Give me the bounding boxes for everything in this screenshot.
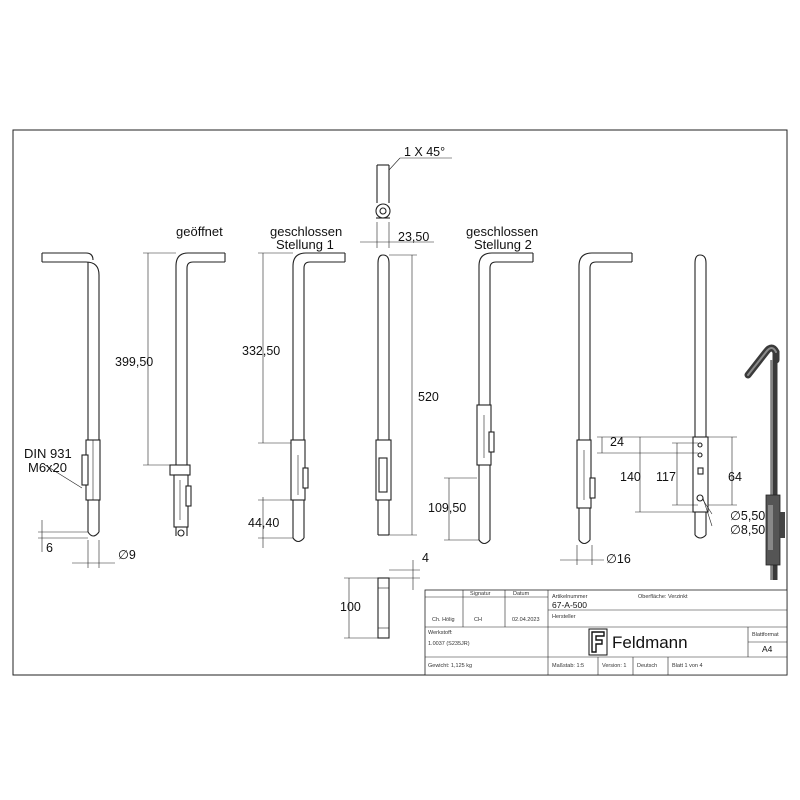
dim-24: 24 (610, 435, 624, 449)
tb-gewicht: Gewicht: 1,125 kg (428, 663, 472, 669)
label-closed2-line2: Stellung 2 (474, 237, 532, 252)
view-pin-detail (377, 577, 390, 639)
tb-header-werkstoff: Werkstoff: (428, 630, 453, 636)
view-side-right (576, 252, 633, 545)
dim-100: 100 (340, 600, 361, 614)
dim-dia-16: ∅16 (606, 552, 631, 566)
tb-massstab: Maßstab: 1:5 (552, 663, 584, 669)
tb-sprache: Deutsch (637, 663, 657, 669)
tb-header-signatur: Signatur (470, 591, 491, 597)
dim-399-50: 399,50 (115, 355, 153, 369)
tb-datum: 02.04.2023 (512, 617, 540, 623)
tb-version: Version: 1 (602, 663, 626, 669)
tb-werkstoff: 1.0037 (S235JR) (428, 641, 470, 647)
dim-44-40: 44,40 (248, 516, 279, 530)
isometric-render (744, 344, 785, 580)
dim-dia-5-50: ∅5,50 (730, 509, 765, 523)
tb-artikelnummer: 67-A-500 (552, 600, 587, 610)
tb-header-hersteller: Hersteller (552, 614, 576, 620)
feldmann-logo-icon (588, 628, 608, 656)
label-open: geöffnet (176, 224, 223, 239)
view-open (169, 252, 226, 537)
view-side-left (41, 252, 101, 537)
dim-23-50: 23,50 (398, 230, 429, 244)
tb-company-name: Feldmann (612, 633, 688, 652)
title-block (424, 589, 788, 676)
dim-140: 140 (620, 470, 641, 484)
dim-dia-9: ∅9 (118, 548, 136, 562)
tb-header-artikelnummer: Artikelnummer (552, 594, 588, 600)
dim-117: 117 (656, 470, 676, 484)
dim-109-50: 109,50 (428, 501, 466, 515)
dim-64: 64 (728, 470, 742, 484)
dim-4: 4 (422, 551, 429, 565)
dim-6: 6 (46, 541, 53, 555)
din-label-line2: M6x20 (28, 460, 67, 475)
view-closed-position-2 (476, 252, 534, 545)
tb-header-datum: Datum (513, 591, 530, 597)
tb-header-blattformat: Blattformat (752, 632, 779, 638)
label-closed2-line1: geschlossen (466, 224, 538, 239)
view-top-detail (375, 164, 391, 219)
tb-name: Ch. Hölig (432, 617, 455, 623)
view-closed-position-1 (290, 252, 346, 543)
dim-chamfer: 1 X 45° (404, 145, 445, 159)
view-guide-plate (692, 254, 709, 539)
view-front (375, 254, 392, 536)
drawing-frame (12, 129, 788, 676)
dim-dia-8-50: ∅8,50 (730, 523, 765, 537)
tb-oberflaeche: Oberfläche: Verzinkt (638, 594, 688, 600)
din-label-line1: DIN 931 (24, 446, 72, 461)
dim-520: 520 (418, 390, 439, 404)
tb-blattformat: A4 (762, 644, 773, 654)
label-closed1-line2: Stellung 1 (276, 237, 334, 252)
label-closed1-line1: geschlossen (270, 224, 342, 239)
tb-blatt: Blatt 1 von 4 (672, 663, 703, 669)
dim-332-50: 332,50 (242, 344, 280, 358)
tb-signatur: CH (474, 617, 482, 623)
